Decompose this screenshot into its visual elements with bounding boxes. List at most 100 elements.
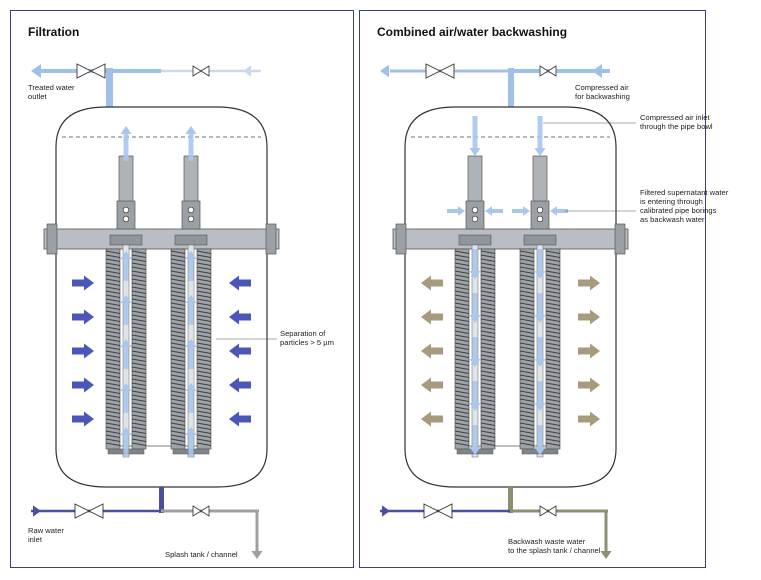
- flange-bolt: [614, 223, 626, 255]
- internal-down-2-282-head: [534, 315, 546, 323]
- internal-flow-1-284-shaft: [123, 302, 129, 325]
- label-waste-water-1: Backwash waste water: [508, 537, 586, 546]
- backwash-arrow-right-3: [578, 343, 600, 359]
- inflow-arrow-right-5: [229, 411, 251, 427]
- waste-riser: [508, 487, 513, 513]
- raw-inlet-arrow: [33, 505, 41, 517]
- inflow-arrow-right-1: [229, 275, 251, 291]
- drain-valve-b: [200, 505, 210, 517]
- backwash-arrow-left-1: [421, 275, 443, 291]
- label-compressed-air-2: for backwashing: [575, 92, 630, 101]
- label-supernatant-1: Filtered supernatant water: [640, 188, 729, 197]
- backwash-arrow-right-5: [578, 411, 600, 427]
- internal-flow-1-328-head: [120, 339, 132, 347]
- internal-flow-1-372-shaft: [123, 390, 129, 413]
- waste-valve: [539, 505, 549, 517]
- candle-1-head: [116, 200, 136, 230]
- air-line-arrow: [243, 65, 251, 77]
- candle-1-coil-a: [454, 250, 470, 446]
- inlet-valve: [423, 503, 440, 519]
- outlet-valve: [425, 63, 442, 79]
- support-plate: [43, 228, 280, 250]
- internal-down-2-282-shaft: [537, 293, 543, 316]
- support-plate: [392, 228, 629, 250]
- candle-1-upper-tube: [467, 155, 483, 207]
- internal-down-2-238-shaft: [537, 249, 543, 272]
- label-raw-water-inlet-2: inlet: [28, 535, 42, 544]
- internal-flow-1-416-shaft: [123, 434, 129, 457]
- internal-flow-2-328-shaft: [188, 346, 194, 369]
- label-raw-water-inlet-1: Raw water: [28, 526, 64, 535]
- candle-1-upper-tube: [118, 155, 134, 207]
- internal-down-2-326-shaft: [537, 337, 543, 360]
- flange-bolt: [395, 223, 407, 255]
- outlet-riser: [508, 68, 514, 108]
- boring-inflow-1-a: [447, 209, 461, 213]
- label-waste-water-2: to the splash tank / channel: [508, 546, 601, 555]
- backwash-arrow-right-4: [578, 377, 600, 393]
- candle-2-head: [530, 200, 550, 230]
- internal-down-2-370-shaft: [537, 381, 543, 404]
- label-separation-1: Separation of: [280, 329, 326, 338]
- boring-inflow-head-1-b: [485, 206, 492, 216]
- air-valve-b: [200, 65, 210, 77]
- candle-1-coil-a: [105, 250, 121, 446]
- internal-down-1-282-head: [469, 315, 481, 323]
- backwash-arrow-left-5: [421, 411, 443, 427]
- internal-flow-1-328-shaft: [123, 346, 129, 369]
- outflow-arrow-1-shaft: [123, 133, 129, 161]
- inflow-arrow-right-3: [229, 343, 251, 359]
- treated-outlet-arrow: [31, 64, 41, 78]
- candle-1-collar: [109, 234, 143, 246]
- internal-flow-2-284-shaft: [188, 302, 194, 325]
- raw-inlet-riser: [159, 487, 164, 513]
- candle-2-boring-1: [536, 206, 544, 214]
- candle-1-boring-1: [471, 206, 479, 214]
- label-air-inlet-2: through the pipe bowl: [640, 122, 713, 131]
- internal-flow-1-372-head: [120, 383, 132, 391]
- inflow-arrow-right-4: [229, 377, 251, 393]
- inflow-arrow-left-3: [72, 343, 94, 359]
- internal-flow-2-416-head: [185, 427, 197, 435]
- inflow-arrow-left-5: [72, 411, 94, 427]
- outlet-valve: [76, 63, 93, 79]
- boring-inflow-head-2-a: [523, 206, 530, 216]
- internal-flow-2-328-head: [185, 339, 197, 347]
- internal-down-2-414-shaft: [537, 425, 543, 448]
- label-compressed-air-1: Compressed air: [575, 83, 629, 92]
- internal-down-2-326-head: [534, 359, 546, 367]
- candle-2-collar: [523, 234, 557, 246]
- candle-2-coil-b: [196, 250, 212, 446]
- air-down-arrow-1-shaft: [472, 116, 478, 149]
- candle-1-coil-b: [480, 250, 496, 446]
- internal-flow-2-240-head: [185, 251, 197, 259]
- label-treated-water-outlet-2: outlet: [28, 92, 47, 101]
- candle-1-boring-1: [122, 206, 130, 214]
- candle-2-boring-1: [187, 206, 195, 214]
- boring-inflow-head-1-a: [458, 206, 465, 216]
- backwash-arrow-right-1: [578, 275, 600, 291]
- outflow-arrow-1-head: [120, 126, 132, 134]
- air-valve-b: [547, 65, 557, 77]
- internal-down-1-238-head: [469, 271, 481, 279]
- waste-arrow: [600, 551, 612, 559]
- candle-2-collar: [174, 234, 208, 246]
- inflow-arrow-left-2: [72, 309, 94, 325]
- candle-2-coil-a: [519, 250, 535, 446]
- panel-title-filtration: Filtration: [28, 25, 80, 39]
- filtration-diagram: [31, 63, 280, 559]
- air-valve: [192, 65, 202, 77]
- boring-inflow-2-b: [554, 209, 568, 213]
- air-down-arrow-2-head: [534, 148, 546, 156]
- internal-flow-1-240-head: [120, 251, 132, 259]
- internal-down-1-238-shaft: [472, 249, 478, 272]
- inlet-valve-b: [436, 503, 453, 519]
- label-separation-2: particles > 5 µm: [280, 338, 334, 347]
- internal-down-1-414-head: [469, 447, 481, 455]
- outlet-valve-b: [438, 63, 455, 79]
- vessel-shell: [404, 106, 617, 488]
- boring-inflow-2-a: [512, 209, 526, 213]
- boring-inflow-1-b: [489, 209, 503, 213]
- candle-1-coil-b: [131, 250, 147, 446]
- air-down-arrow-1-head: [469, 148, 481, 156]
